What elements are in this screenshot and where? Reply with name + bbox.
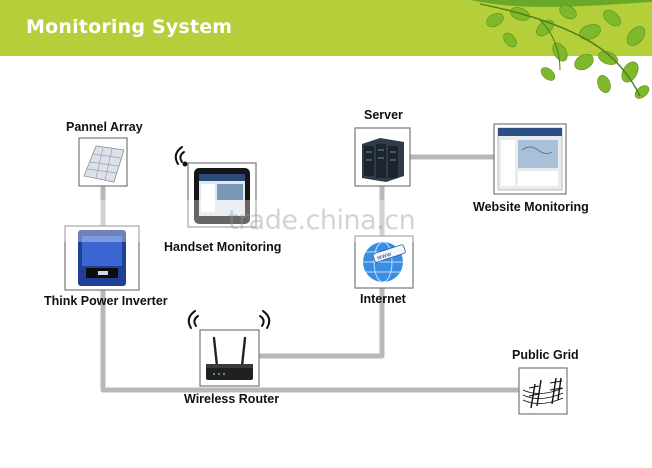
router-node (187, 310, 271, 387)
svg-text:www: www (376, 251, 392, 262)
connectors (100, 154, 522, 393)
internet-label: Internet (360, 292, 406, 306)
web-page-icon (497, 127, 563, 191)
router-icon (206, 336, 253, 380)
handset-node (174, 146, 257, 228)
handset-label: Handset Monitoring (164, 240, 282, 254)
public-grid-label: Public Grid (512, 348, 579, 362)
public-grid-node (518, 367, 568, 415)
power-lines-icon (522, 377, 564, 409)
leaves-decoration (470, 0, 652, 99)
watermark: trade.china.cn (228, 205, 416, 236)
watermark-band (0, 200, 652, 242)
server-node (354, 127, 411, 187)
tablet-icon (194, 168, 250, 224)
panel-array-node (78, 137, 128, 187)
router-label: Wireless Router (184, 392, 280, 406)
wifi-left-icon (187, 310, 199, 329)
panel-array-label: Pannel Array (66, 120, 143, 134)
wifi-icon (174, 146, 188, 167)
server-rack-icon (362, 138, 404, 182)
solar-panel-icon (83, 145, 125, 183)
internet-node: www (354, 235, 414, 289)
page-title: Monitoring System (26, 16, 233, 38)
inverter-node (64, 225, 140, 291)
globe-icon: www (363, 241, 406, 283)
server-label: Server (364, 108, 403, 122)
website-label: Website Monitoring (473, 200, 589, 214)
inverter-icon (78, 230, 126, 286)
wifi-right-icon (259, 310, 271, 329)
website-node (493, 123, 567, 195)
inverter-label: Think Power Inverter (44, 294, 168, 308)
